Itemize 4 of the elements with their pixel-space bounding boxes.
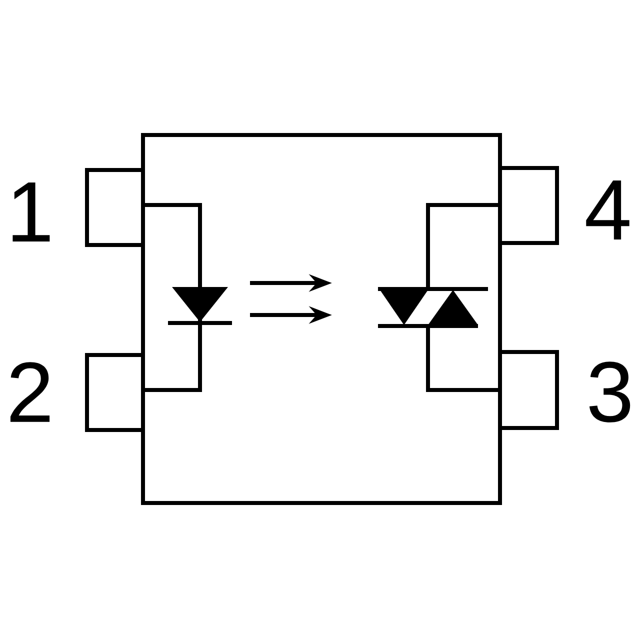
pin-number: 2 bbox=[10, 362, 50, 422]
pin-number: 3 bbox=[589, 362, 630, 422]
pin-number: 4 bbox=[586, 180, 630, 240]
pin-number: 1 bbox=[12, 182, 50, 242]
